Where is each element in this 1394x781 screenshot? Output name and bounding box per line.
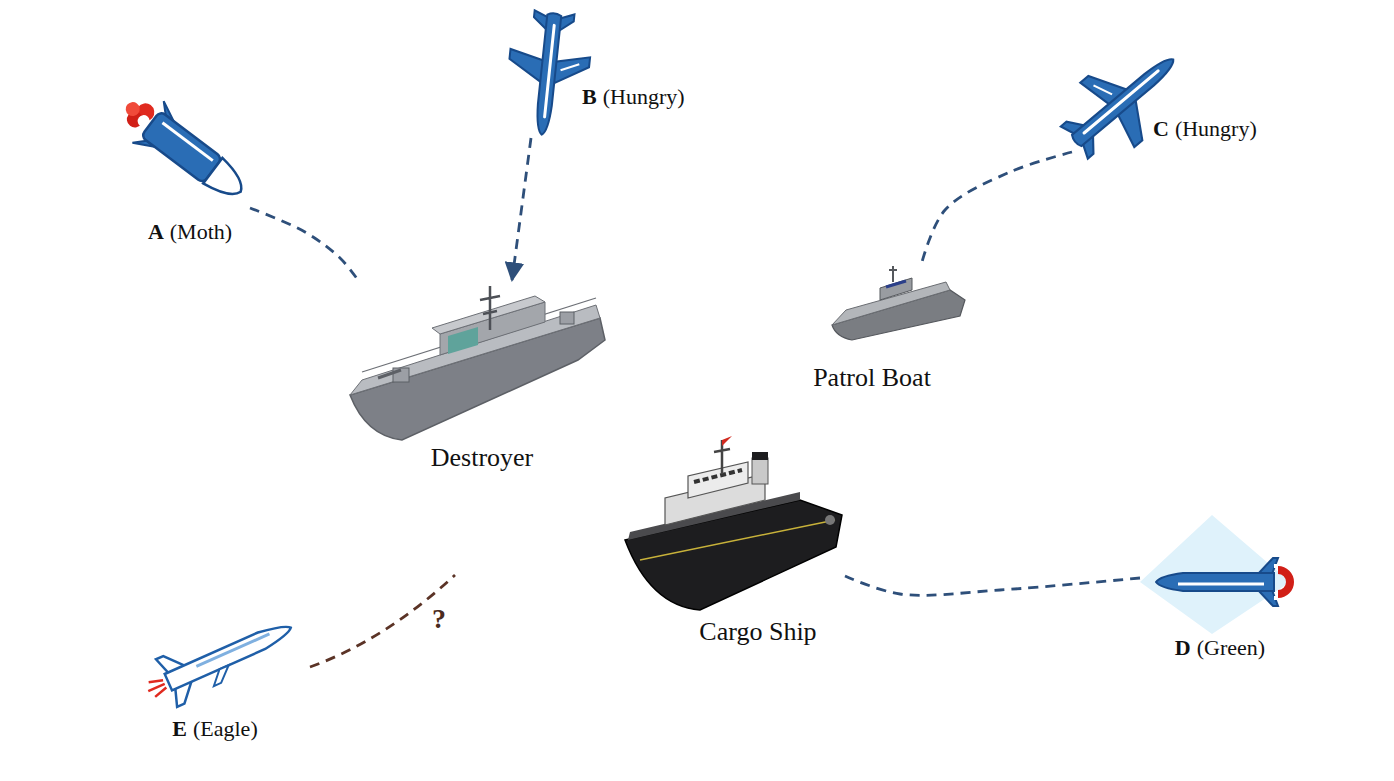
ship-node: Destroyer [345, 280, 610, 477]
eagle-rocket-part [209, 665, 234, 686]
designator-letter: C [1153, 116, 1169, 141]
node-label: A(Moth) [148, 219, 232, 244]
cargo-ship-part [694, 470, 742, 482]
destroyer-ship-part [362, 298, 596, 372]
designator-letter: A [148, 219, 164, 244]
destroyer-ship-part [448, 327, 478, 354]
node-label: Cargo Ship [699, 617, 816, 647]
object-name: (Eagle) [193, 716, 258, 741]
patrol-boat-part [880, 278, 912, 300]
cargo-ship-part [722, 436, 732, 446]
cargo-ship-part [752, 458, 768, 484]
object-name: Cargo Ship [699, 617, 816, 647]
green-missile-part [1140, 515, 1290, 634]
cargo-ship-part [825, 515, 835, 525]
green-missile [1140, 515, 1290, 634]
object-name: (Hungry) [1175, 116, 1257, 141]
ship-node: Cargo Ship [622, 432, 845, 651]
moth-missile-part [203, 158, 250, 205]
object-name: (Green) [1197, 635, 1265, 660]
node-label: B(Hungry) [582, 84, 685, 109]
destroyer-ship [350, 286, 605, 440]
ship-node: Patrol Boat [809, 262, 968, 397]
moth-missile [111, 85, 256, 213]
eagle-rocket-part [145, 677, 168, 699]
missile-node: E(Eagle) [148, 610, 302, 746]
eagle-rocket [138, 604, 302, 715]
moth-missile-part [123, 99, 143, 119]
cargo-ship-part [688, 462, 748, 498]
green-missile-part [1156, 558, 1290, 606]
node-label: E(Eagle) [172, 716, 257, 741]
cargo-ship-part [752, 452, 768, 460]
node-label: C(Hungry) [1153, 116, 1257, 141]
hungry-plane-part [502, 8, 594, 139]
green-missile-part-part [1278, 570, 1290, 594]
missile-node: A(Moth) [125, 100, 250, 249]
plane-node: C(Hungry) [1072, 45, 1261, 152]
object-name: (Hungry) [603, 84, 685, 109]
patrol-boat-part [886, 281, 906, 287]
missile-node: D(Green) [1140, 512, 1292, 665]
green-missile-part-part [1274, 566, 1278, 598]
plane-node: B(Hungry) [505, 12, 689, 138]
unknown-target-mark: ? [432, 604, 446, 635]
designator-letter: B [582, 84, 597, 109]
destroyer-ship-part [560, 312, 574, 324]
node-label: Patrol Boat [813, 363, 931, 393]
eagle-rocket-part [165, 619, 295, 690]
hungry-plane [502, 8, 594, 139]
object-name: Patrol Boat [813, 363, 931, 393]
green-missile-part-part [1156, 573, 1274, 591]
object-name: (Moth) [170, 219, 232, 244]
trajectory-line [845, 576, 1140, 595]
green-missile-part-part [1178, 583, 1264, 586]
designator-letter: E [172, 716, 187, 741]
patrol-boat [832, 266, 965, 340]
node-label: Destroyer [431, 443, 534, 473]
node-label: D(Green) [1175, 635, 1265, 660]
trajectory-line [250, 208, 358, 280]
unknown-trajectory [310, 575, 455, 667]
cargo-ship [625, 436, 842, 610]
destroyer-ship-part [480, 286, 500, 330]
destroyer-ship-part [378, 370, 401, 378]
cargo-ship-part [625, 500, 842, 610]
object-name: Destroyer [431, 443, 534, 473]
designator-letter: D [1175, 635, 1191, 660]
eagle-rocket-part [196, 634, 269, 667]
patrol-boat-part [889, 266, 897, 282]
destroyer-ship-part [432, 296, 545, 334]
moth-missile-part [162, 123, 212, 161]
trajectory-line [922, 152, 1072, 262]
trajectory-line [512, 138, 531, 280]
